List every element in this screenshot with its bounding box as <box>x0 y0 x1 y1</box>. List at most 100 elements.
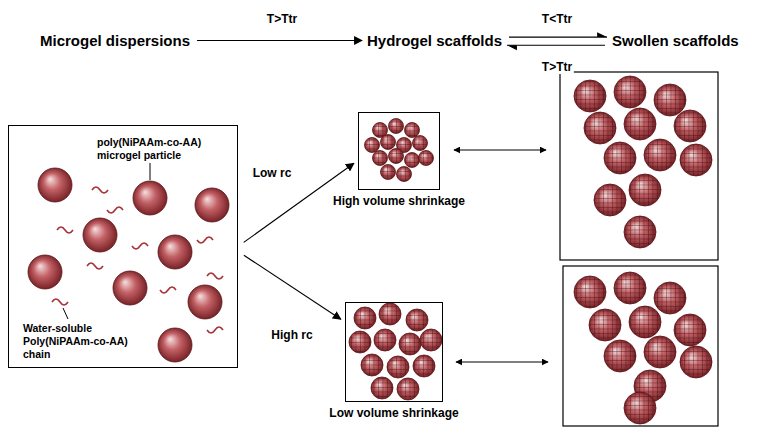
polymer-chain <box>87 263 103 269</box>
crosslinked-particle <box>421 330 442 351</box>
crosslinked-particle <box>389 119 403 133</box>
microgel-particle <box>624 392 656 424</box>
stage-node: Microgel dispersions <box>40 32 190 49</box>
stage-label: Microgel dispersions <box>40 32 190 49</box>
double-arrow <box>456 362 548 363</box>
polymer-chain <box>57 227 73 233</box>
crosslinked-particle <box>675 315 706 346</box>
microgel-particle <box>397 167 412 182</box>
microgel-particle <box>629 306 661 338</box>
microgel-particle <box>644 336 676 368</box>
box-caption: Low volume shrinkage <box>329 406 458 420</box>
microgel-particle <box>604 142 636 174</box>
crosslinked-particle <box>625 217 656 248</box>
polymer-chain <box>160 287 176 293</box>
microgel-particle <box>387 356 409 378</box>
crosslinked-particle <box>630 307 661 338</box>
transition-arrow <box>197 40 362 41</box>
double-arrow <box>454 150 546 151</box>
microgel-particle <box>419 151 434 166</box>
crosslinked-particle <box>625 393 656 424</box>
microgel-particle <box>379 303 401 325</box>
process-box: High volume shrinkage <box>358 112 440 190</box>
swollen-box <box>560 72 718 260</box>
microgel-particle <box>584 112 616 144</box>
microgel-particle <box>397 378 419 400</box>
microgel-particle <box>158 328 192 362</box>
stage-label: Hydrogel scaffolds <box>367 32 502 49</box>
microgel-particle <box>674 110 706 142</box>
crosslinked-particle <box>605 341 636 372</box>
microgel-particle <box>195 188 229 222</box>
crosslinked-particle <box>407 310 428 331</box>
edge-label: T<Ttr <box>540 12 574 26</box>
microgel-particle <box>405 123 420 138</box>
microgel-particle <box>371 377 393 399</box>
polymer-chain <box>92 187 108 193</box>
microgel-particle <box>389 119 404 134</box>
transition-arrow <box>244 255 341 319</box>
crosslinked-particle <box>414 356 435 377</box>
microgel-particle <box>674 314 706 346</box>
polymer-chain <box>197 237 213 243</box>
microgel-particle <box>629 174 661 206</box>
crosslinked-particle <box>381 135 395 149</box>
polymer-chain <box>52 299 68 305</box>
crosslinked-particle <box>605 143 636 174</box>
edge-label: High rc <box>269 328 314 342</box>
microgel-particle <box>654 84 686 116</box>
stage-node: Hydrogel scaffolds <box>367 32 502 49</box>
microgel-particle <box>381 165 396 180</box>
microgel-particle <box>349 331 371 353</box>
microgel-particle <box>614 272 646 304</box>
crosslinked-particle <box>585 113 616 144</box>
microgel-particle <box>644 139 676 171</box>
microgel-particle <box>624 216 656 248</box>
crosslinked-particle <box>645 140 676 171</box>
crosslinked-particle <box>375 330 396 351</box>
crosslinked-particle <box>362 355 383 376</box>
crosslinked-particle <box>397 167 411 181</box>
swollen-box <box>563 266 718 426</box>
crosslinked-particle <box>615 77 646 108</box>
microgel-particle <box>406 309 428 331</box>
microgel-particle <box>38 168 72 202</box>
process-box: Low volume shrinkage <box>345 302 443 402</box>
leader-line <box>63 308 68 319</box>
microgel-particle <box>413 136 428 151</box>
crosslinked-particle <box>419 151 433 165</box>
microgel-particle <box>654 282 686 314</box>
box-caption: High volume shrinkage <box>333 194 465 208</box>
crosslinked-particle <box>575 277 606 308</box>
microgel-particle <box>399 333 421 355</box>
microgel-particle <box>373 151 388 166</box>
crosslinked-particle <box>681 145 712 176</box>
microgel-particle <box>83 218 117 252</box>
crosslinked-particle <box>350 332 371 353</box>
crosslinked-particle <box>381 165 395 179</box>
transition-arrow <box>507 45 605 46</box>
crosslinked-particle <box>645 337 676 368</box>
microgel-particle <box>594 184 626 216</box>
edge-label: Low rc <box>251 166 294 180</box>
microgel-particle <box>413 355 435 377</box>
microgel-particle <box>133 181 167 215</box>
crosslinked-particle <box>595 185 626 216</box>
crosslinked-particle <box>355 308 376 329</box>
crosslinked-particle <box>615 273 646 304</box>
stage-label: Swollen scaffolds <box>612 32 739 49</box>
microgel-particle <box>389 149 404 164</box>
microgel-particle <box>680 144 712 176</box>
process-box: poly(NiPAAm-co-AA) microgel particleWate… <box>8 125 238 368</box>
callout-label: Water-soluble Poly(NiPAAm-co-AA) chain <box>23 322 143 361</box>
leader-line <box>150 163 151 180</box>
microgel-particle <box>604 340 636 372</box>
microgel-particle <box>188 285 222 319</box>
stage-node: Swollen scaffolds <box>612 32 739 49</box>
polymer-chain <box>207 273 223 279</box>
microgel-particle <box>624 108 656 140</box>
edge-label: T>Ttr <box>540 60 574 74</box>
crosslinked-particle <box>590 310 621 341</box>
microgel-particle <box>365 138 380 153</box>
